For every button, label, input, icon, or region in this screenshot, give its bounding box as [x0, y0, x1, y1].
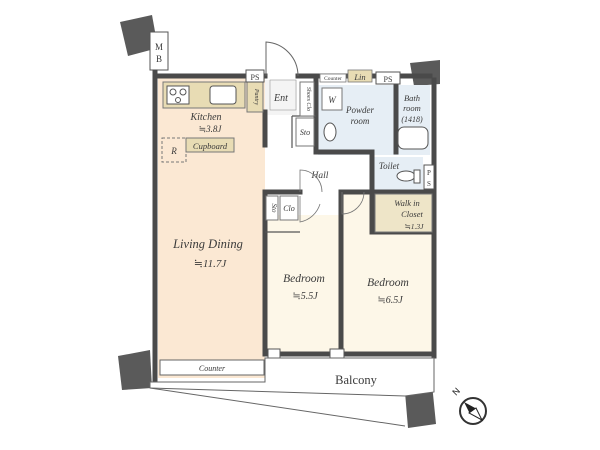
- ps-box-right: [375, 71, 401, 85]
- entrance-door-swing: [265, 41, 299, 77]
- hall-floor: [265, 150, 373, 192]
- entrance-label: Ent: [273, 93, 288, 104]
- bedroom-1-area: ≒5.5J: [292, 291, 318, 302]
- living-dining-name: Living Dining: [172, 237, 243, 251]
- hall-door-swing: [299, 169, 323, 193]
- toilet-icon: [396, 170, 416, 182]
- wic-line2: Closet: [401, 209, 423, 219]
- powder-sink-icon: [323, 122, 337, 142]
- kitchen-name: Kitchen: [189, 112, 221, 123]
- bedroom-2-door-swing: [341, 191, 365, 215]
- bath-line1: Bath: [404, 93, 420, 103]
- sto-entry-label: Sto: [300, 128, 310, 137]
- bedroom-2-name: Bedroom: [367, 277, 409, 289]
- powder-room-line1: Powder: [345, 105, 374, 115]
- toilet-tank: [413, 169, 421, 184]
- entrance-floor: [265, 80, 297, 115]
- sto-bedroom-label: Sto: [270, 204, 278, 213]
- kitchen-area: ≒3.8J: [199, 124, 223, 134]
- shoes-closet-label: Shoes Clo: [305, 87, 311, 111]
- balcony-area: [149, 357, 435, 397]
- svg-text:N: N: [450, 386, 462, 398]
- ps-side-p: P: [427, 169, 431, 177]
- wic-line1: Walk in: [394, 198, 419, 208]
- clo-label: Clo: [283, 204, 295, 213]
- bottom-left-wall: [118, 350, 152, 390]
- compass-icon: N: [450, 386, 487, 425]
- top-left-wall: [120, 15, 158, 56]
- wic-area: ≒1.3J: [405, 222, 425, 231]
- washer-label: W: [328, 95, 337, 105]
- bedroom-1-name: Bedroom: [283, 273, 325, 285]
- living-dining-area: ≒11.7J: [194, 258, 228, 270]
- mb-label-b: B: [156, 54, 162, 64]
- bath-line2: room: [403, 103, 421, 113]
- hall-label: Hall: [311, 171, 329, 181]
- entrance-tiles: [269, 79, 297, 111]
- shoes-closet: [299, 81, 315, 117]
- ps-box-top: [245, 69, 265, 83]
- refrigerator-label: R: [170, 146, 177, 156]
- ld-counter: [159, 359, 265, 376]
- counter-small: [319, 73, 347, 83]
- balcony-label: Balcony: [335, 373, 377, 387]
- sto-bedroom: [265, 195, 279, 221]
- powder-room-line2: room: [351, 116, 370, 126]
- washing-machine: [321, 87, 343, 111]
- ps-label-right: PS: [384, 75, 393, 84]
- ps-box-side: [423, 164, 435, 190]
- ps-label-top: PS: [251, 73, 260, 82]
- bath-line3: (1418): [401, 115, 423, 124]
- balcony-rail: [149, 387, 406, 427]
- pantry-label: Pantry: [253, 88, 259, 106]
- ld-counter-label: Counter: [199, 364, 226, 373]
- walls: [152, 69, 437, 383]
- cupboard: [185, 137, 235, 153]
- bedroom-1-door-swing: [299, 196, 321, 223]
- sink-icon: [209, 85, 237, 105]
- cupboard-label: Cupboard: [193, 141, 228, 151]
- clo: [279, 195, 299, 221]
- stove-icon: [166, 85, 190, 105]
- lin: [347, 69, 373, 83]
- sto-entry: [295, 117, 315, 147]
- bedroom-2-area: ≒6.5J: [377, 295, 403, 306]
- walk-in-closet: [374, 193, 433, 233]
- bedroom-1-floor: [265, 215, 340, 353]
- living-dining-floor: [158, 108, 265, 378]
- bathtub-icon: [397, 126, 429, 150]
- ps-side-s: S: [427, 180, 431, 188]
- mb-shaft: [149, 31, 169, 71]
- mb-label-m: M: [155, 42, 163, 52]
- toilet-label: Toilet: [379, 161, 400, 171]
- lin-label: Lin: [353, 72, 365, 82]
- counter-small-label: Counter: [324, 76, 342, 82]
